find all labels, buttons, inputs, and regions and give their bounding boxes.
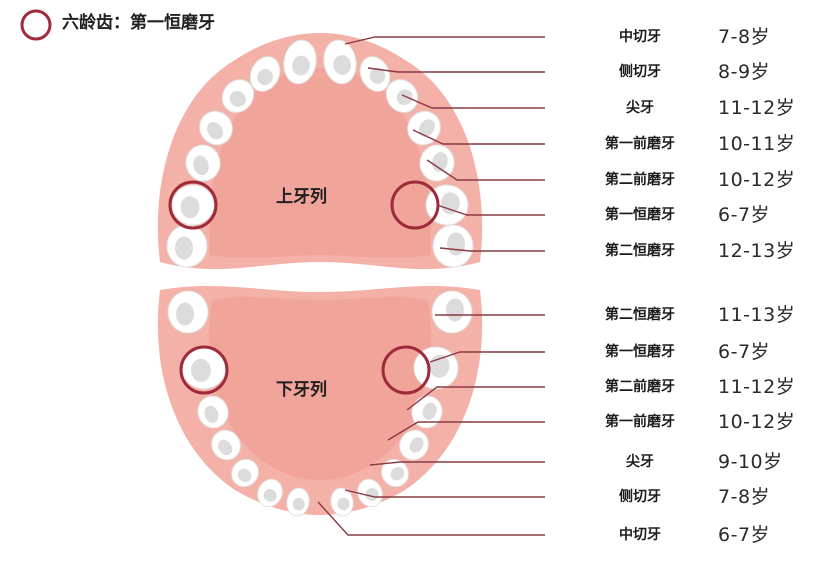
lower-tooth-age: 9-10岁 bbox=[718, 451, 783, 473]
upper-tooth-name: 第二前磨牙 bbox=[605, 172, 675, 188]
upper-canine-left bbox=[221, 79, 255, 113]
upper-central-incisor-right bbox=[323, 39, 357, 85]
upper-tooth-name: 尖牙 bbox=[626, 100, 654, 116]
upper-tooth-name: 第二恒磨牙 bbox=[605, 243, 675, 259]
upper-tooth-age: 10-11岁 bbox=[718, 133, 796, 155]
first-molar-highlight-circle bbox=[381, 345, 431, 395]
lower-tooth-age: 6-7岁 bbox=[718, 341, 771, 363]
upper-first-premolar-left bbox=[199, 110, 233, 146]
lower-leader-line bbox=[317, 501, 545, 536]
lower-tooth-name: 中切牙 bbox=[619, 527, 661, 543]
legend-marker-circle bbox=[20, 9, 52, 41]
upper-leader-line bbox=[439, 247, 545, 252]
lower-tooth-age: 7-8岁 bbox=[718, 486, 771, 508]
upper-tooth-name: 中切牙 bbox=[619, 29, 661, 45]
lower-tongue bbox=[208, 296, 432, 480]
lower-tooth-name: 第二恒磨牙 bbox=[605, 307, 675, 323]
lower-leader-line bbox=[387, 421, 545, 441]
upper-first-molar-left bbox=[171, 184, 215, 226]
lower-leader-line bbox=[429, 351, 545, 363]
upper-tooth-age: 6-7岁 bbox=[718, 204, 771, 226]
lower-second-molar-left bbox=[167, 290, 209, 334]
upper-jaw-label: 上牙列 bbox=[276, 187, 327, 207]
first-molar-highlight-circle bbox=[179, 345, 229, 395]
lower-tooth-name: 第二前磨牙 bbox=[605, 379, 675, 395]
upper-canine-right bbox=[385, 79, 419, 113]
lower-first-molar-left bbox=[181, 346, 227, 390]
upper-leader-line bbox=[426, 159, 545, 181]
lower-tooth-name: 尖牙 bbox=[626, 454, 654, 470]
upper-lateral-incisor-right bbox=[359, 56, 391, 92]
upper-tooth-age: 8-9岁 bbox=[718, 61, 771, 83]
upper-tooth-age: 7-8岁 bbox=[718, 26, 771, 48]
upper-second-premolar-left bbox=[185, 144, 221, 182]
lower-lateral-incisor-left bbox=[257, 478, 283, 508]
upper-tooth-name: 侧切牙 bbox=[619, 64, 661, 80]
lower-leader-line bbox=[344, 489, 545, 498]
lower-second-premolar-left bbox=[197, 395, 229, 429]
upper-leader-line bbox=[344, 36, 545, 45]
lower-tooth-name: 第一恒磨牙 bbox=[605, 344, 675, 360]
upper-first-premolar-right bbox=[407, 110, 441, 146]
lower-second-premolar-right bbox=[411, 395, 443, 429]
lower-tooth-name: 第一前磨牙 bbox=[605, 414, 675, 430]
upper-second-molar-left bbox=[166, 224, 208, 268]
lower-tooth-age: 6-7岁 bbox=[718, 524, 771, 546]
lower-canine-right bbox=[381, 458, 409, 488]
lower-second-molar-right bbox=[431, 290, 473, 334]
lower-leader-line bbox=[369, 461, 545, 466]
lower-tooth-age: 11-12岁 bbox=[718, 376, 796, 398]
lower-tooth-name: 侧切牙 bbox=[619, 489, 661, 505]
upper-tooth-age: 10-12岁 bbox=[718, 169, 796, 191]
lower-jaw-label: 下牙列 bbox=[276, 380, 327, 400]
upper-tooth-age: 11-12岁 bbox=[718, 97, 796, 119]
upper-leader-line bbox=[401, 94, 545, 109]
upper-lateral-incisor-left bbox=[249, 56, 281, 92]
lower-leader-line bbox=[406, 386, 545, 411]
lower-first-premolar-right bbox=[399, 429, 429, 461]
upper-leader-line bbox=[412, 129, 545, 145]
lower-tooth-age: 10-12岁 bbox=[718, 411, 796, 433]
lower-central-incisor-left bbox=[286, 487, 310, 517]
upper-palate bbox=[209, 68, 431, 259]
upper-tooth-age: 12-13岁 bbox=[718, 240, 796, 262]
first-molar-highlight-circle bbox=[168, 180, 218, 230]
lower-canine-left bbox=[231, 458, 259, 488]
upper-second-molar-right bbox=[432, 224, 474, 268]
lower-first-premolar-left bbox=[211, 429, 241, 461]
upper-leader-line bbox=[436, 204, 545, 216]
upper-tooth-name: 第一前磨牙 bbox=[605, 136, 675, 152]
legend-title: 六龄齿：第一恒磨牙 bbox=[62, 13, 215, 33]
lower-tooth-age: 11-13岁 bbox=[718, 304, 796, 326]
lower-central-incisor-right bbox=[330, 487, 354, 517]
upper-central-incisor-left bbox=[283, 39, 317, 85]
upper-leader-line bbox=[367, 67, 545, 73]
upper-tooth-name: 第一恒磨牙 bbox=[605, 207, 675, 223]
